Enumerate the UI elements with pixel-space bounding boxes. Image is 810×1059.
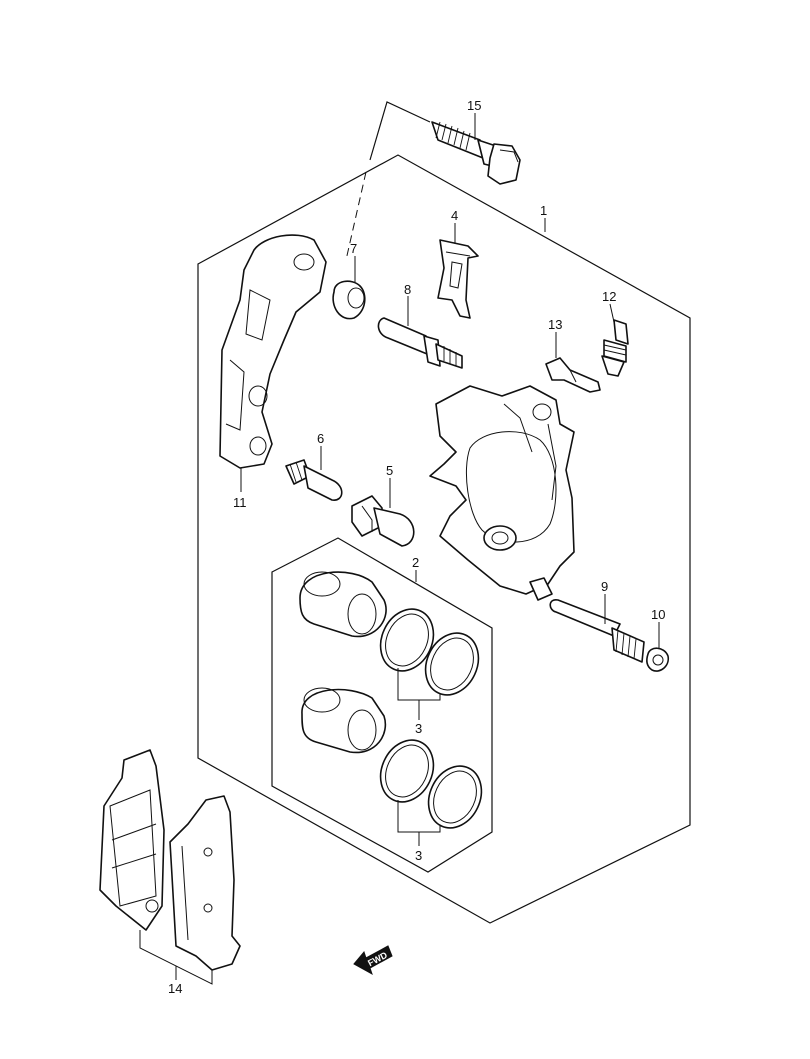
callout-2: 2: [412, 555, 419, 570]
bleeder-cap-13: [545, 357, 601, 393]
callout-4: 4: [451, 208, 458, 223]
ring-10: [646, 647, 670, 672]
callout-5: 5: [386, 463, 393, 478]
leader-lines: [139, 113, 660, 985]
plug-5: [351, 495, 415, 547]
brake-pad-left: [99, 749, 165, 931]
pin-bolt-6: [285, 459, 343, 501]
piston-lower: [301, 687, 387, 754]
callout-14: 14: [168, 981, 182, 996]
assembly-frame: [197, 154, 691, 924]
callout-12: 12: [602, 289, 616, 304]
seal-3b: [424, 632, 480, 696]
callout-8: 8: [404, 282, 411, 297]
callout-9: 9: [601, 579, 608, 594]
slide-pin-8: [377, 317, 463, 369]
callout-3b: 3: [415, 848, 422, 863]
seal-3c: [379, 739, 435, 803]
brake-pad-right: [169, 795, 241, 971]
slide-pin-9: [549, 599, 645, 663]
callout-1: 1: [540, 203, 547, 218]
boot-7: [332, 280, 366, 320]
bolt-15-dash: [345, 171, 367, 261]
callout-3a: 3: [415, 721, 422, 736]
bolt-15-guide: [369, 101, 431, 161]
seal-3d: [427, 765, 483, 829]
piston-upper: [299, 571, 387, 638]
pad-spring-4: [437, 239, 479, 319]
bleeder-valve-12: [601, 319, 629, 377]
seal-3a: [379, 608, 435, 672]
callout-15: 15: [467, 98, 481, 113]
callout-13: 13: [548, 317, 562, 332]
caliper-bracket-11: [219, 234, 327, 469]
piston-group-frame: [271, 537, 493, 873]
callout-11: 11: [233, 495, 247, 510]
callout-10: 10: [651, 607, 665, 622]
fwd-arrow: FWD: [353, 945, 393, 976]
callout-6: 6: [317, 431, 324, 446]
callout-7: 7: [350, 241, 357, 256]
bolt-15: [431, 121, 521, 185]
caliper-body: [429, 385, 575, 601]
